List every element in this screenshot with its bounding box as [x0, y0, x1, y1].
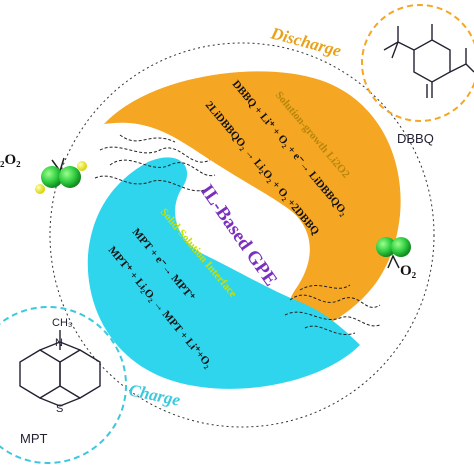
mpt-structure-icon — [19, 330, 101, 407]
charge-half-shape — [87, 157, 360, 389]
li2o2-label: ₂O₂ — [0, 152, 21, 168]
dbbq-bubble — [361, 4, 474, 122]
o2-label: O₂ — [400, 263, 417, 279]
dbbq-structure-icon — [383, 24, 474, 98]
mpt-methyl-label: CH₃ — [52, 317, 72, 329]
li2o2-molecule-icon — [35, 161, 87, 194]
outer-cycle-circle — [49, 42, 435, 428]
mpt-nitrogen-label: N — [55, 337, 63, 349]
cycle-arrow-right-icon — [387, 254, 400, 269]
charge-label: Charge — [127, 380, 182, 409]
mpt-bubble — [0, 306, 127, 464]
polymer-chains — [94, 134, 381, 335]
dbbq-label: DBBQ — [397, 131, 434, 146]
o2-molecule-icon — [376, 237, 411, 257]
mpt-sulfur-label: S — [56, 403, 63, 415]
discharge-half-shape — [104, 71, 401, 328]
discharge-label: Discharge — [268, 23, 344, 60]
mpt-label: MPT — [20, 431, 48, 446]
